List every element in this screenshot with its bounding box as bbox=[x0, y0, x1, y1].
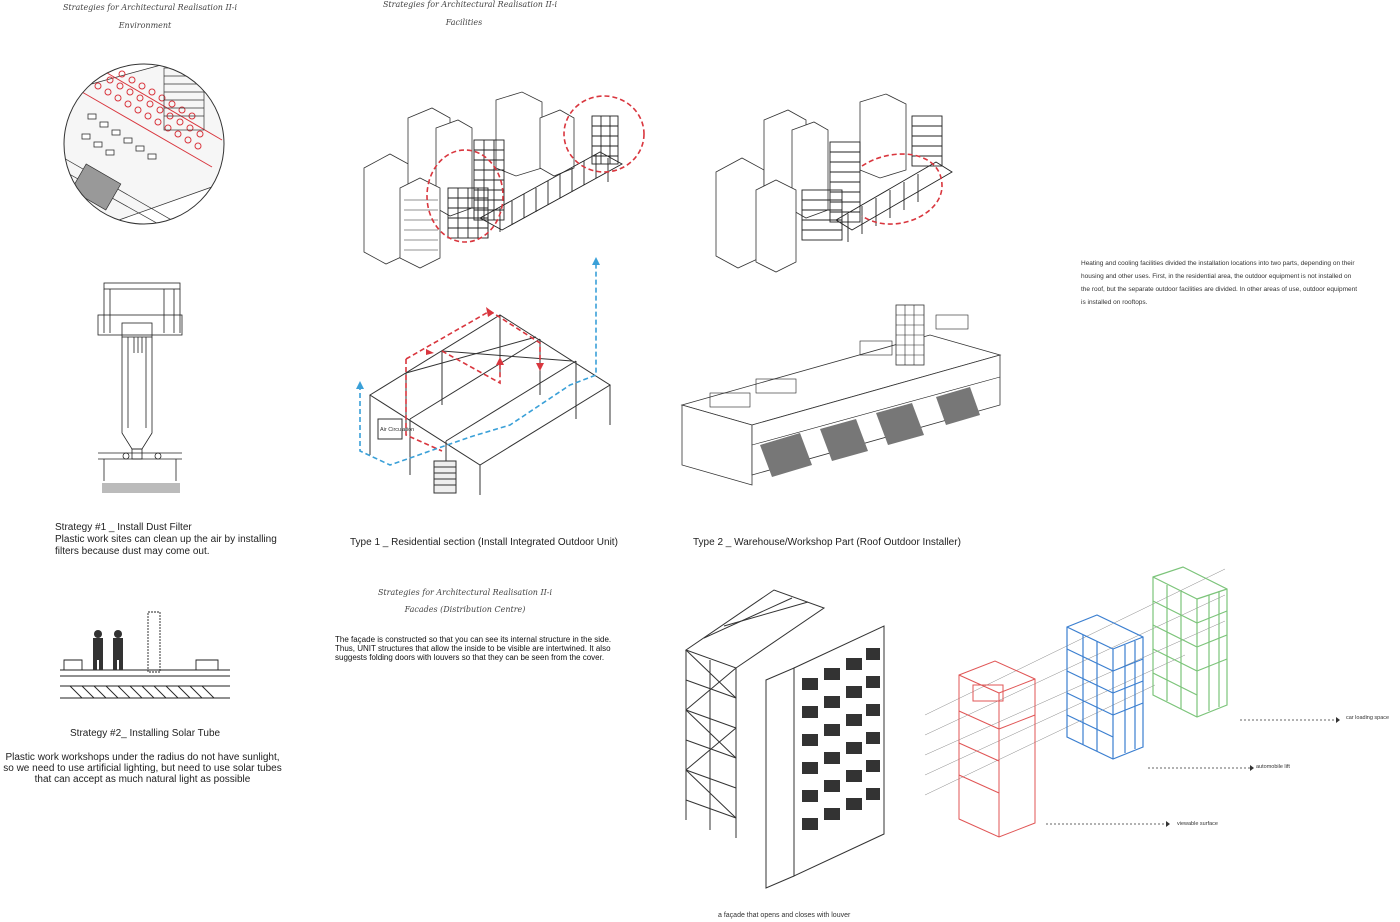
strategy2-text-line1: Plastic work workshops under the radius … bbox=[5, 752, 280, 763]
strategy1-title: Strategy #1 _ Install Dust Filter bbox=[55, 522, 192, 533]
facades-text-line3: suggests folding doors with louvers so t… bbox=[335, 653, 605, 662]
strategy2-text-line3: that can accept as much natural light as… bbox=[34, 774, 251, 785]
facades-subheading: Facades (Distribution Centre) bbox=[404, 605, 526, 614]
environment-heading: Strategies for Architectural Realisation… bbox=[62, 3, 238, 12]
exploded-frame-diagram bbox=[924, 566, 1228, 838]
type1-caption: Type 1 _ Residential section (Install In… bbox=[350, 537, 618, 548]
strategy1-text-line1: Plastic work sites can clean up the air … bbox=[55, 534, 277, 545]
dust-filter-detail-circle bbox=[63, 63, 225, 225]
exploded-frame-arrows bbox=[1046, 717, 1340, 827]
facade-tower-axonometric bbox=[684, 589, 885, 889]
facades-text-line2: Thus, UNIT structures that allow the ins… bbox=[335, 644, 611, 653]
environment-subheading: Environment bbox=[118, 21, 172, 30]
facilities-description: Heating and cooling facilities divided t… bbox=[1081, 257, 1396, 309]
facilities-description-line3: the roof, but the separate outdoor facil… bbox=[1081, 286, 1358, 293]
facilities-subheading: Facilities bbox=[445, 18, 483, 27]
facade-bottom-caption: a façade that opens and closes with louv… bbox=[718, 912, 851, 919]
dust-filter-section-drawing bbox=[97, 282, 183, 493]
facades-description: The façade is constructed so that you ca… bbox=[335, 635, 625, 662]
strategy2-text-line2: so we need to use artificial lighting, b… bbox=[3, 763, 282, 774]
type2-caption: Type 2 _ Warehouse/Workshop Part (Roof O… bbox=[693, 537, 961, 548]
facilities-heading: Strategies for Architectural Realisation… bbox=[382, 0, 558, 9]
car-loading-label: car loading space bbox=[1346, 715, 1390, 721]
type2-building-axonometric bbox=[715, 93, 953, 273]
strategy1-text-line2: filters because dust may come out. bbox=[55, 546, 210, 557]
facilities-description-line4: is installed on rooftops. bbox=[1081, 299, 1148, 306]
facades-heading: Strategies for Architectural Realisation… bbox=[377, 588, 553, 597]
solar-tube-section-drawing bbox=[60, 611, 230, 699]
air-circulation-label: Air Circulation bbox=[380, 427, 414, 433]
facades-text-line1: The façade is constructed so that you ca… bbox=[335, 635, 612, 644]
facilities-description-line2: housing and other uses. First, in the re… bbox=[1081, 273, 1352, 280]
facilities-description-line1: Heating and cooling facilities divided t… bbox=[1081, 260, 1355, 267]
automobile-lift-label: automobile lift bbox=[1256, 764, 1290, 770]
type2-warehouse-section bbox=[680, 304, 1002, 486]
type1-air-circulation-frame: Air Circulation bbox=[356, 257, 611, 495]
viewable-surface-label: viewable surface bbox=[1177, 821, 1218, 827]
strategy2-title: Strategy #2_ Installing Solar Tube bbox=[70, 728, 221, 739]
type1-building-axonometric bbox=[363, 91, 645, 269]
